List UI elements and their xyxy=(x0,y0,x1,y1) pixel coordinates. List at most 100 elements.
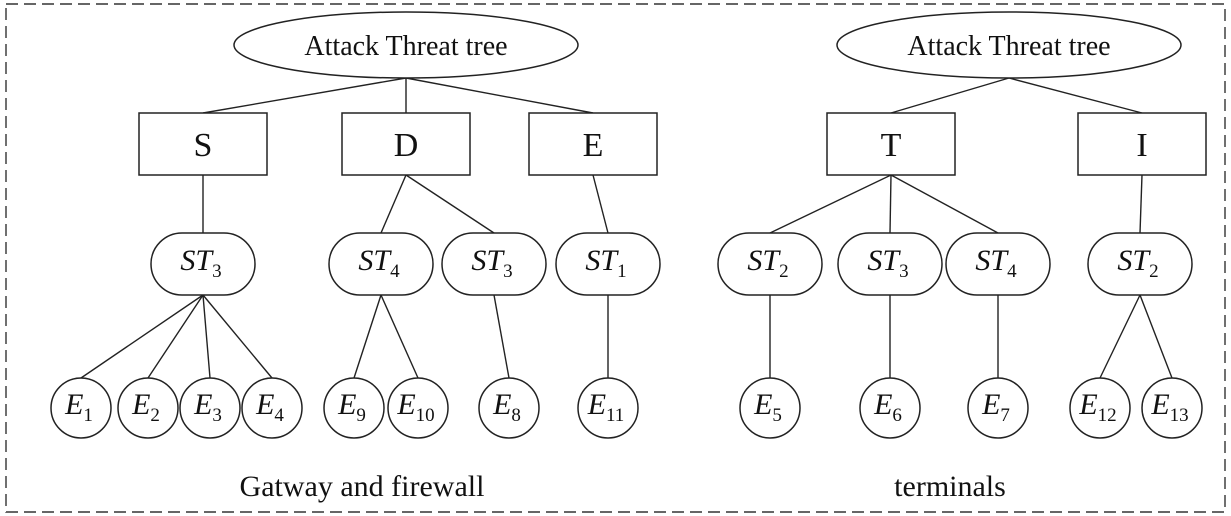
event-label-subscript: 3 xyxy=(212,405,222,426)
event-label-base: E xyxy=(255,388,274,421)
event-label-subscript: 9 xyxy=(356,405,366,426)
event-label: E4 xyxy=(255,388,284,426)
subthreat-label-subscript: 3 xyxy=(212,261,222,282)
event-label: E9 xyxy=(337,388,366,426)
event-label-base: E xyxy=(492,388,511,421)
subthreat-node xyxy=(945,232,1051,296)
subthreat-node xyxy=(150,232,256,296)
subthreat-label-subscript: 3 xyxy=(899,261,909,282)
event-label: E12 xyxy=(1078,388,1116,426)
event-node xyxy=(179,377,241,439)
caption-right: terminals xyxy=(894,470,1006,503)
edge-E-to-st xyxy=(592,174,609,234)
category-label-I: I xyxy=(1136,127,1147,164)
edge-st-to-event xyxy=(202,294,273,379)
category-node-E xyxy=(528,112,658,176)
subthreat-label-base: ST xyxy=(747,244,781,277)
edge-root-to-S xyxy=(202,77,407,114)
event-label-subscript: 12 xyxy=(1098,405,1117,426)
subthreat-label-subscript: 2 xyxy=(779,261,789,282)
root-label-0: Attack Threat tree xyxy=(304,31,507,62)
edge-st-to-event xyxy=(1099,294,1141,379)
edge-st-to-event xyxy=(147,294,204,379)
category-node-T xyxy=(826,112,956,176)
category-node-D xyxy=(341,112,471,176)
edge-D-to-st xyxy=(380,174,407,234)
category-label-D: D xyxy=(394,127,419,164)
event-node xyxy=(323,377,385,439)
subthreat-label-base: ST xyxy=(1117,244,1151,277)
event-label-subscript: 5 xyxy=(772,405,782,426)
subthreat-label: ST3 xyxy=(180,244,221,282)
event-label-subscript: 2 xyxy=(150,405,160,426)
event-label: E3 xyxy=(193,388,222,426)
subthreat-label-base: ST xyxy=(867,244,901,277)
subthreat-label-subscript: 1 xyxy=(617,261,627,282)
subthreat-label: ST2 xyxy=(1117,244,1158,282)
root-node-1 xyxy=(836,11,1182,79)
subthreat-label: ST3 xyxy=(471,244,512,282)
subthreat-label-subscript: 4 xyxy=(390,261,400,282)
subthreat-node xyxy=(837,232,943,296)
subthreat-node xyxy=(1087,232,1193,296)
edge-I-to-st xyxy=(1139,174,1143,234)
event-node xyxy=(50,377,112,439)
subthreat-label-base: ST xyxy=(585,244,619,277)
event-label-subscript: 10 xyxy=(416,405,435,426)
event-label-subscript: 1 xyxy=(83,405,93,426)
subthreat-node xyxy=(555,232,661,296)
edge-root-to-T xyxy=(890,77,1010,114)
category-label-E: E xyxy=(583,127,604,164)
event-node xyxy=(241,377,303,439)
event-label: E7 xyxy=(981,388,1010,426)
event-label: E1 xyxy=(64,388,93,426)
edge-st-to-event xyxy=(1139,294,1173,379)
event-label: E6 xyxy=(873,388,902,426)
subthreat-node xyxy=(717,232,823,296)
edge-st-to-event xyxy=(353,294,382,379)
event-node xyxy=(859,377,921,439)
event-label-subscript: 13 xyxy=(1170,405,1189,426)
tree-edges xyxy=(80,77,1173,379)
event-label-base: E xyxy=(337,388,356,421)
edge-root-to-E xyxy=(405,77,594,114)
root-label-1: Attack Threat tree xyxy=(907,31,1110,62)
subthreat-label: ST4 xyxy=(975,244,1017,282)
edge-st-to-event xyxy=(80,294,204,379)
event-node xyxy=(739,377,801,439)
event-label-base: E xyxy=(396,388,415,421)
edge-T-to-st xyxy=(889,174,892,234)
event-label: E10 xyxy=(396,388,434,426)
event-label: E13 xyxy=(1150,388,1188,426)
subthreat-label-subscript: 3 xyxy=(503,261,513,282)
event-label-subscript: 7 xyxy=(1000,405,1010,426)
event-label-base: E xyxy=(981,388,1000,421)
edge-D-to-st xyxy=(405,174,495,234)
tree-captions: Gatway and firewall terminals xyxy=(240,470,1006,503)
event-label: E8 xyxy=(492,388,521,426)
edge-root-to-I xyxy=(1008,77,1143,114)
subthreat-label-base: ST xyxy=(180,244,214,277)
event-label-base: E xyxy=(193,388,212,421)
subthreat-node xyxy=(328,232,434,296)
event-node xyxy=(577,377,639,439)
event-label: E11 xyxy=(587,388,625,426)
event-node xyxy=(1141,377,1203,439)
event-label-base: E xyxy=(64,388,83,421)
event-label-subscript: 8 xyxy=(511,405,521,426)
subthreat-label-subscript: 2 xyxy=(1149,261,1159,282)
subthreat-label-base: ST xyxy=(471,244,505,277)
root-node-0 xyxy=(233,11,579,79)
event-label-base: E xyxy=(1078,388,1097,421)
event-node xyxy=(117,377,179,439)
event-node xyxy=(478,377,540,439)
category-node-I xyxy=(1077,112,1207,176)
edge-st-to-event xyxy=(380,294,419,379)
event-label-subscript: 6 xyxy=(892,405,902,426)
edge-T-to-st xyxy=(769,174,892,234)
event-label-base: E xyxy=(587,388,606,421)
event-node xyxy=(1069,377,1131,439)
event-label: E5 xyxy=(753,388,782,426)
